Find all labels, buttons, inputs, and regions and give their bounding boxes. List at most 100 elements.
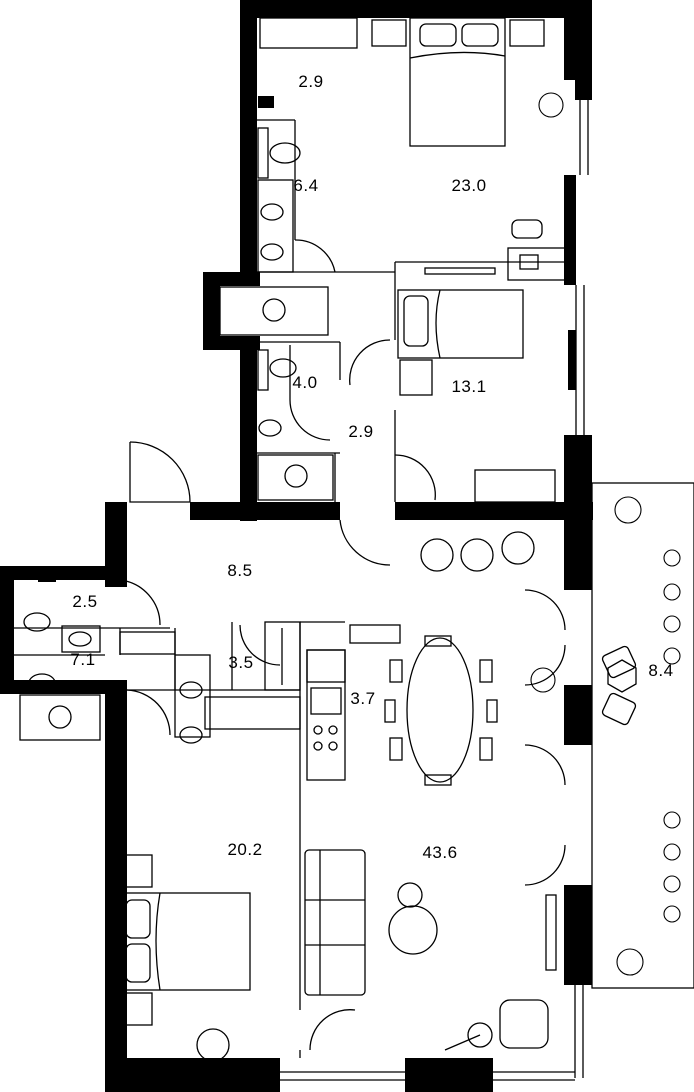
wall	[395, 502, 593, 520]
shelf	[119, 631, 176, 655]
plant-icon	[663, 875, 681, 893]
shower-icon	[48, 705, 72, 729]
plant-icon	[663, 549, 681, 567]
balcony-chair	[601, 692, 637, 726]
room-area-label: 8.5	[227, 561, 253, 580]
toilet-tank	[257, 349, 269, 391]
wardrobe	[474, 469, 556, 503]
door-swing	[119, 579, 161, 626]
vanity	[61, 625, 101, 653]
blanket	[409, 51, 506, 59]
shower-tray	[257, 454, 334, 501]
bathtub	[219, 286, 329, 336]
door-swing	[289, 399, 331, 441]
balcony-table	[607, 659, 637, 693]
coffee-table	[388, 905, 438, 955]
wall	[203, 272, 220, 350]
walls	[0, 0, 593, 1092]
shower-icon	[284, 464, 308, 488]
sink-icon	[260, 243, 284, 261]
armchair	[196, 1028, 230, 1062]
wall	[575, 80, 592, 100]
door-swing	[129, 441, 191, 503]
nightstand	[119, 854, 153, 888]
pillow	[461, 23, 499, 47]
door-swing	[524, 844, 566, 886]
door-swing	[126, 689, 171, 736]
plant-icon	[663, 583, 681, 601]
radiator	[568, 330, 576, 390]
sink-icon	[68, 631, 92, 647]
wall	[105, 680, 127, 1092]
plant-icon	[530, 667, 556, 693]
toilet-icon	[28, 673, 56, 693]
room-area-label: 7.1	[70, 650, 96, 669]
wall	[564, 175, 576, 285]
armchair	[499, 999, 549, 1049]
entrance-door	[129, 442, 190, 503]
burner	[313, 725, 323, 735]
plant-icon	[538, 92, 564, 118]
plant-icon	[663, 905, 681, 923]
door-swing	[394, 454, 436, 501]
chair	[479, 659, 493, 683]
room-area-label: 8.4	[648, 661, 674, 680]
nightstand	[509, 19, 545, 47]
room-area-label: 20.2	[227, 840, 263, 859]
wall	[405, 1058, 493, 1092]
chair	[389, 737, 403, 761]
bed	[409, 17, 506, 147]
room-area-label: 6.4	[293, 176, 319, 195]
sofa	[304, 849, 366, 996]
chair	[424, 774, 452, 786]
desk	[507, 247, 569, 281]
wall	[240, 336, 257, 521]
kitchen-counter	[306, 649, 346, 781]
pillow	[403, 295, 429, 347]
shower-icon	[262, 298, 286, 322]
round-table	[460, 538, 494, 572]
sink-icon	[179, 726, 203, 744]
cabinet	[349, 624, 401, 644]
door-swing	[524, 589, 566, 631]
bathtub	[19, 694, 101, 741]
pillow	[125, 899, 151, 939]
vanity	[174, 654, 211, 738]
wall	[564, 685, 592, 745]
door-swing	[349, 339, 391, 386]
side-table	[397, 882, 423, 908]
room-area-label: 3.7	[350, 689, 376, 708]
sink-icon	[260, 203, 284, 221]
plant-icon	[616, 948, 644, 976]
wall	[0, 680, 125, 694]
toilet-icon	[269, 142, 301, 164]
wall	[105, 502, 127, 587]
plant-icon	[663, 843, 681, 861]
balcony-chair	[601, 645, 637, 679]
door-swing	[339, 519, 391, 566]
floor-lamp	[444, 1034, 481, 1051]
room-area-label: 2.9	[298, 72, 324, 91]
toilet-icon	[23, 612, 51, 632]
chair	[511, 219, 543, 239]
nightstand	[371, 19, 407, 47]
room-area-label: 3.5	[228, 653, 254, 672]
room-area-label: 2.5	[72, 592, 98, 611]
sink	[310, 687, 342, 715]
tv	[424, 267, 496, 275]
laptop-icon	[519, 254, 539, 270]
floor-lamp	[467, 1022, 493, 1048]
room-area-label: 13.1	[451, 377, 487, 396]
door-swing	[239, 624, 281, 666]
toilet-tank	[38, 570, 56, 582]
vanity	[257, 179, 294, 273]
chair	[389, 659, 403, 683]
sink-icon	[258, 419, 282, 437]
armchair	[420, 538, 454, 572]
interior-lines	[14, 17, 694, 1081]
water-heater-icon	[258, 96, 274, 108]
plant-icon	[663, 615, 681, 633]
wardrobe-rail	[264, 621, 301, 691]
fridge	[306, 649, 346, 683]
